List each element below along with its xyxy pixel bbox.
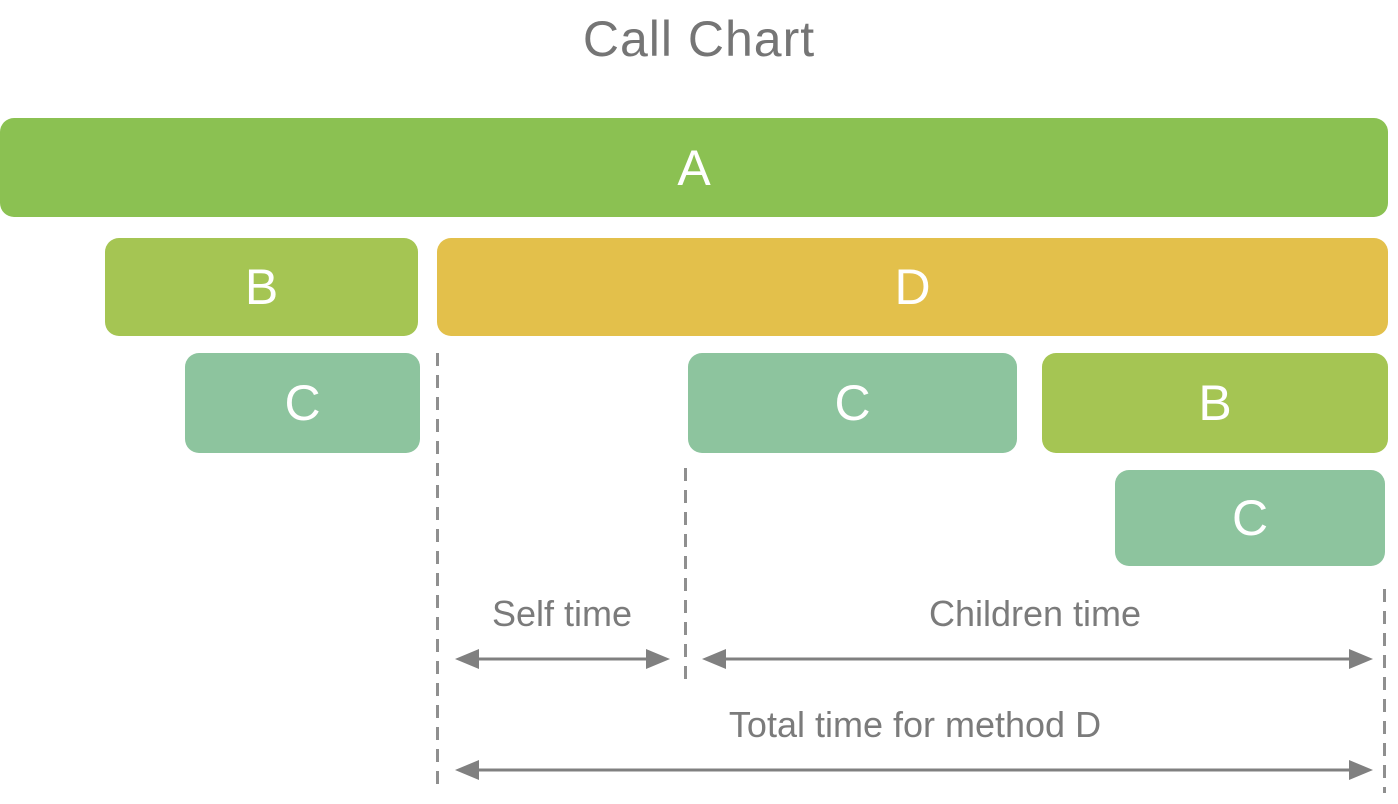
- children-time-label: Children time: [928, 593, 1142, 634]
- call-bar-b2: B: [1042, 353, 1388, 453]
- call-bar-label: C: [284, 375, 321, 431]
- call-bar-label: C: [1231, 490, 1269, 546]
- call-bar-c2: C: [688, 353, 1017, 453]
- total-time-end-guideline: [1383, 589, 1386, 793]
- self-time-label: Self time: [491, 593, 633, 634]
- total-time-start-guideline: [436, 353, 439, 793]
- total-time-arrow: [455, 760, 1373, 780]
- call-bar-c3: C: [1115, 470, 1385, 566]
- call-bar-c1: C: [185, 353, 420, 453]
- chart-title: Call Chart: [582, 11, 816, 67]
- call-bar-label: B: [244, 259, 279, 315]
- call-bar-label: C: [834, 375, 871, 431]
- call-bar-b: B: [105, 238, 418, 336]
- call-bar-label: A: [677, 139, 711, 196]
- children-time-start-guideline: [684, 468, 687, 686]
- call-bar-a: A: [0, 118, 1388, 217]
- call-bar-label: D: [894, 259, 931, 315]
- children-time-arrow: [702, 649, 1373, 669]
- self-time-arrow: [455, 649, 670, 669]
- call-bar-d: D: [437, 238, 1388, 336]
- call-bar-label: B: [1198, 375, 1232, 431]
- total-time-label: Total time for method D: [728, 704, 1102, 745]
